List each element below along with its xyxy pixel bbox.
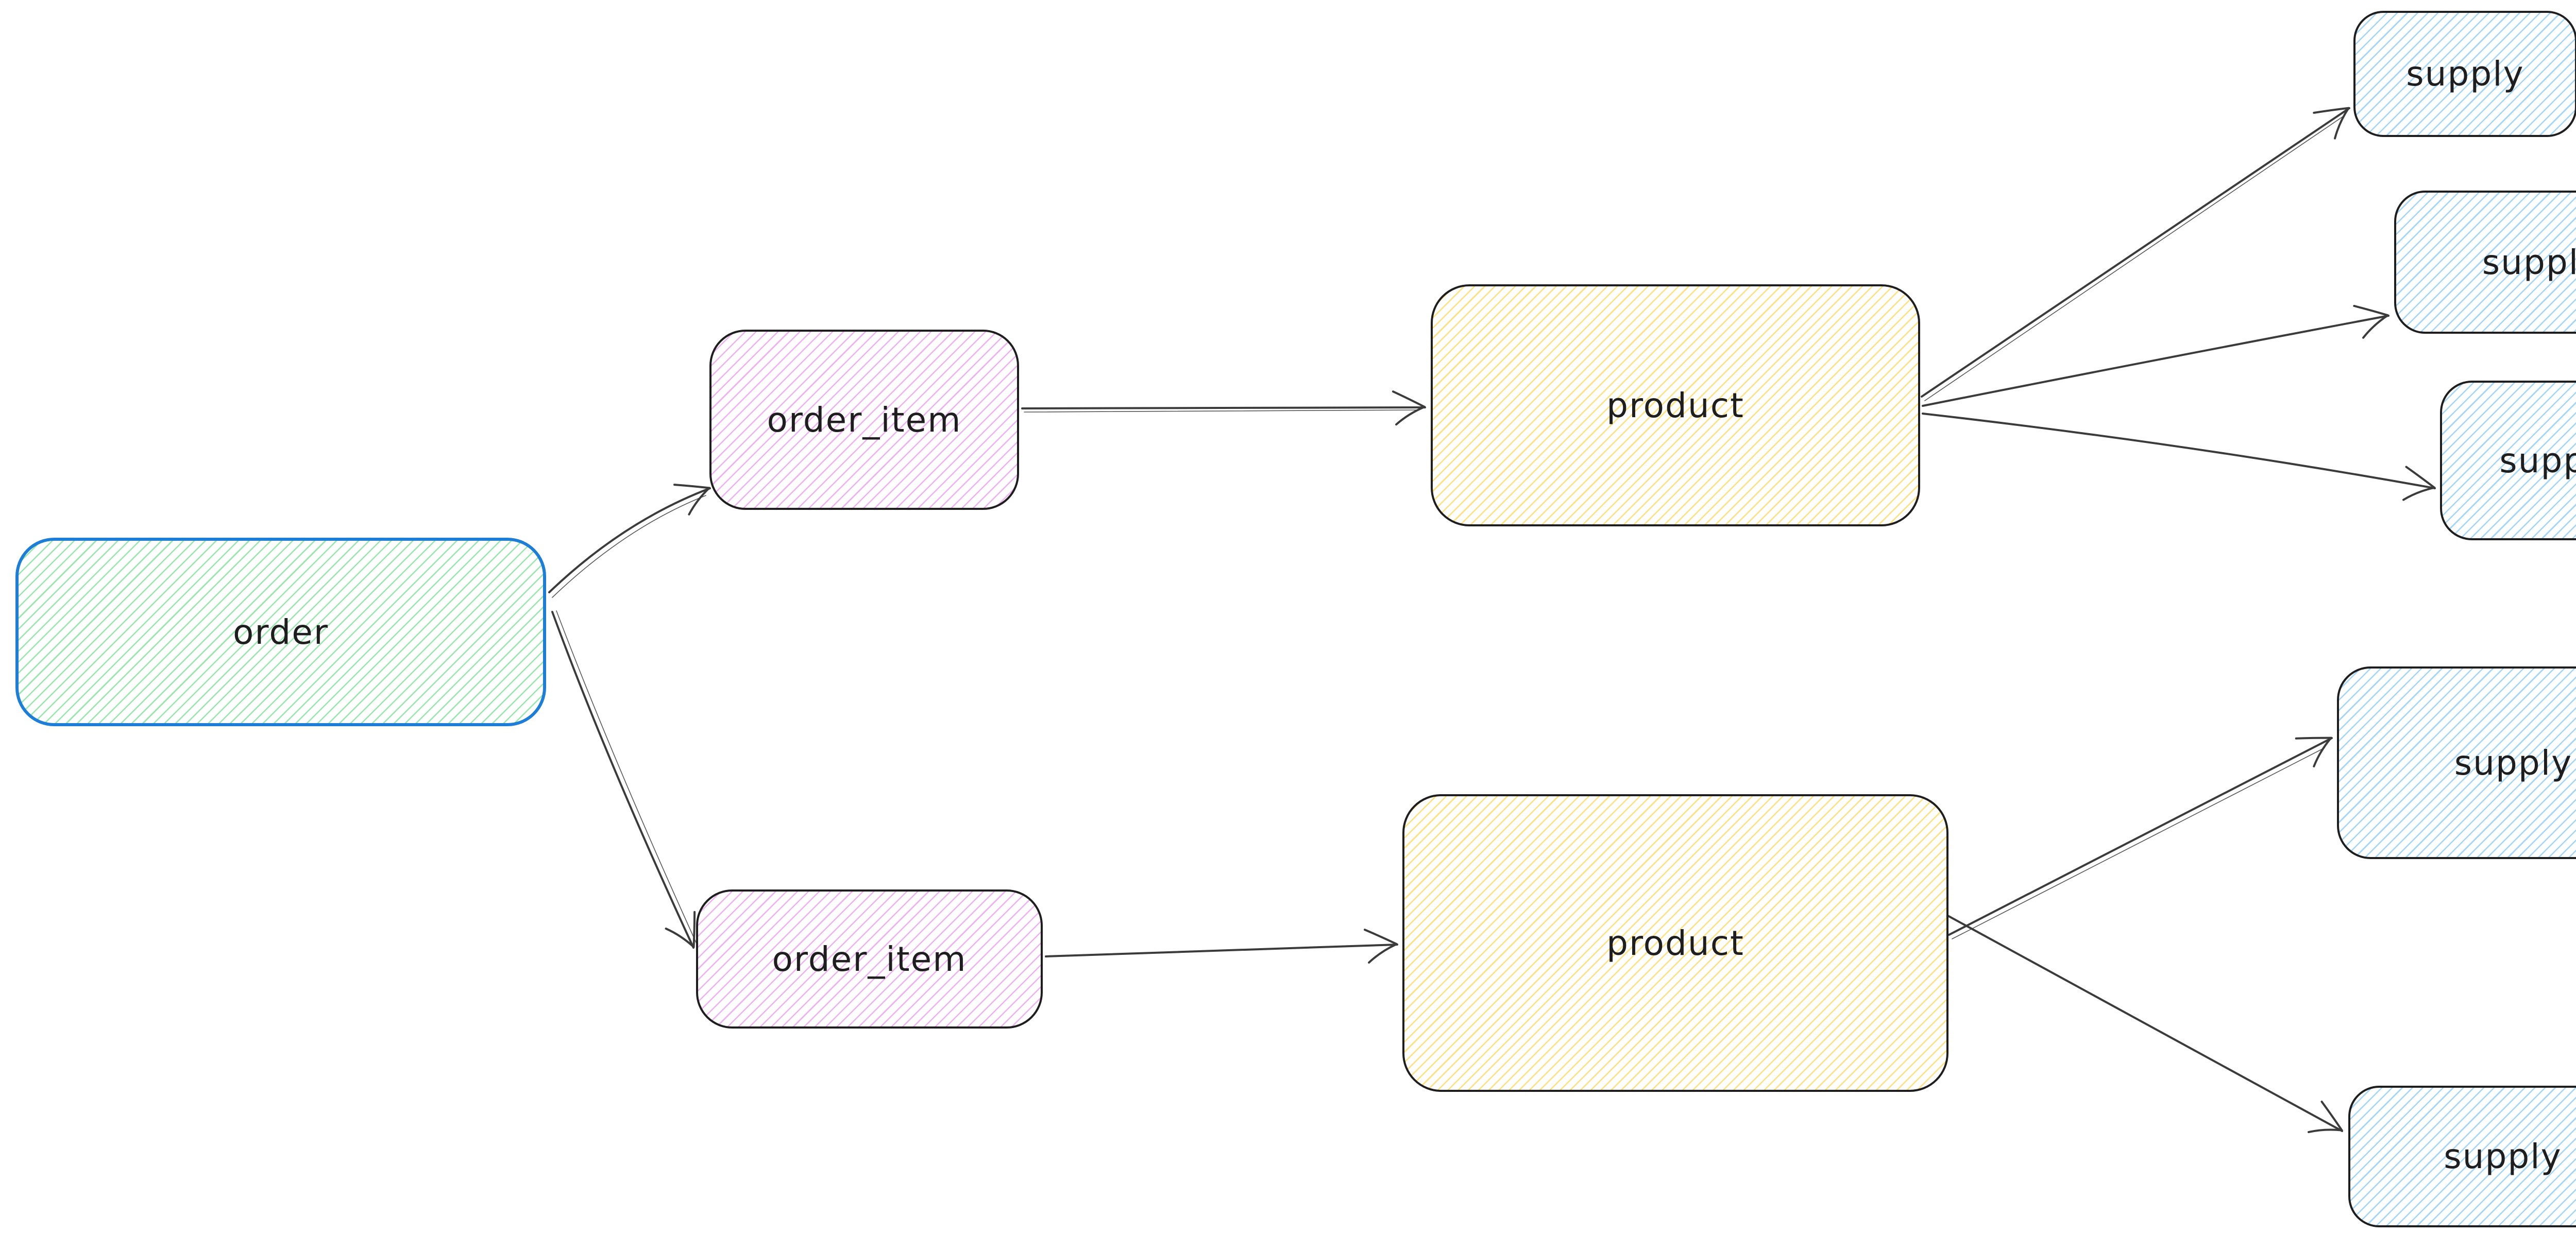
arrow-product-top-to-supply-1[interactable] [1921, 107, 2350, 398]
arrow-product-bottom-to-supply-5[interactable] [1946, 914, 2343, 1134]
node-supply-3[interactable]: supply [2440, 381, 2576, 540]
arrow-product-bottom-to-supply-4[interactable] [1948, 737, 2333, 936]
node-supply-5[interactable]: supply [2348, 1086, 2576, 1227]
node-order-label: order [233, 612, 329, 652]
arrow-order-item-top-to-product-top[interactable] [1021, 390, 1426, 426]
node-order-item-bottom[interactable]: order_item [696, 889, 1043, 1029]
arrow-product-top-to-supply-3[interactable] [1922, 413, 2436, 501]
node-product-top-label: product [1606, 385, 1744, 425]
node-supply-2[interactable]: supply [2394, 191, 2576, 334]
node-product-bottom-label: product [1606, 923, 1744, 963]
node-product-top[interactable]: product [1431, 284, 1920, 526]
node-supply-4-label: supply [2454, 743, 2573, 783]
node-supply-3-label: supply [2499, 440, 2576, 481]
arrow-product-bottom-to-supply-4-sketch [1952, 747, 2325, 939]
arrow-order-item-bottom-to-product-bottom[interactable] [1045, 929, 1398, 964]
node-order[interactable]: order [15, 538, 546, 726]
node-supply-5-label: supply [2444, 1137, 2562, 1176]
node-supply-4[interactable]: supply [2337, 666, 2576, 859]
arrow-order-to-order-item-top-sketch [552, 495, 706, 598]
arrow-product-top-to-supply-1-sketch [1924, 116, 2344, 401]
arrow-order-to-order-item-bottom-sketch [556, 610, 697, 944]
node-order-item-top-label: order_item [767, 400, 962, 440]
node-supply-1-label: supply [2406, 54, 2524, 94]
node-supply-2-label: supply [2482, 242, 2576, 282]
node-order-item-top[interactable]: order_item [709, 330, 1019, 510]
node-order-item-bottom-label: order_item [772, 939, 967, 979]
arrow-order-to-order-item-top[interactable] [548, 484, 711, 593]
arrow-product-top-to-supply-2[interactable] [1922, 304, 2389, 407]
arrow-order-item-top-to-product-top-sketch [1024, 409, 1417, 413]
arrow-order-to-order-item-bottom[interactable] [551, 611, 696, 949]
node-supply-1[interactable]: supply [2353, 11, 2576, 137]
node-product-bottom[interactable]: product [1402, 794, 1948, 1092]
